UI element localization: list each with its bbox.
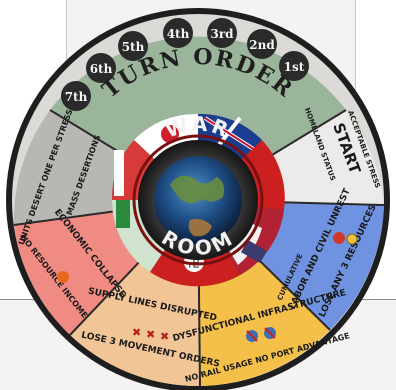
anchor-disabled-icon bbox=[264, 327, 276, 339]
slot-7: 7th bbox=[65, 90, 88, 104]
rail-disabled-icon bbox=[246, 330, 258, 342]
slot-2: 2nd bbox=[249, 38, 275, 52]
power-fist-icon bbox=[333, 232, 345, 244]
svg-text:✖: ✖ bbox=[132, 326, 141, 339]
dollar-coin-icon bbox=[347, 234, 357, 244]
slot-1: 1st bbox=[284, 60, 305, 74]
fire-icon bbox=[57, 271, 69, 283]
slot-4: 4th bbox=[167, 27, 190, 41]
svg-text:✖: ✖ bbox=[160, 330, 169, 343]
slot-3: 3rd bbox=[210, 27, 234, 41]
slot-5: 5th bbox=[122, 40, 145, 54]
svg-text:✖: ✖ bbox=[146, 328, 155, 341]
